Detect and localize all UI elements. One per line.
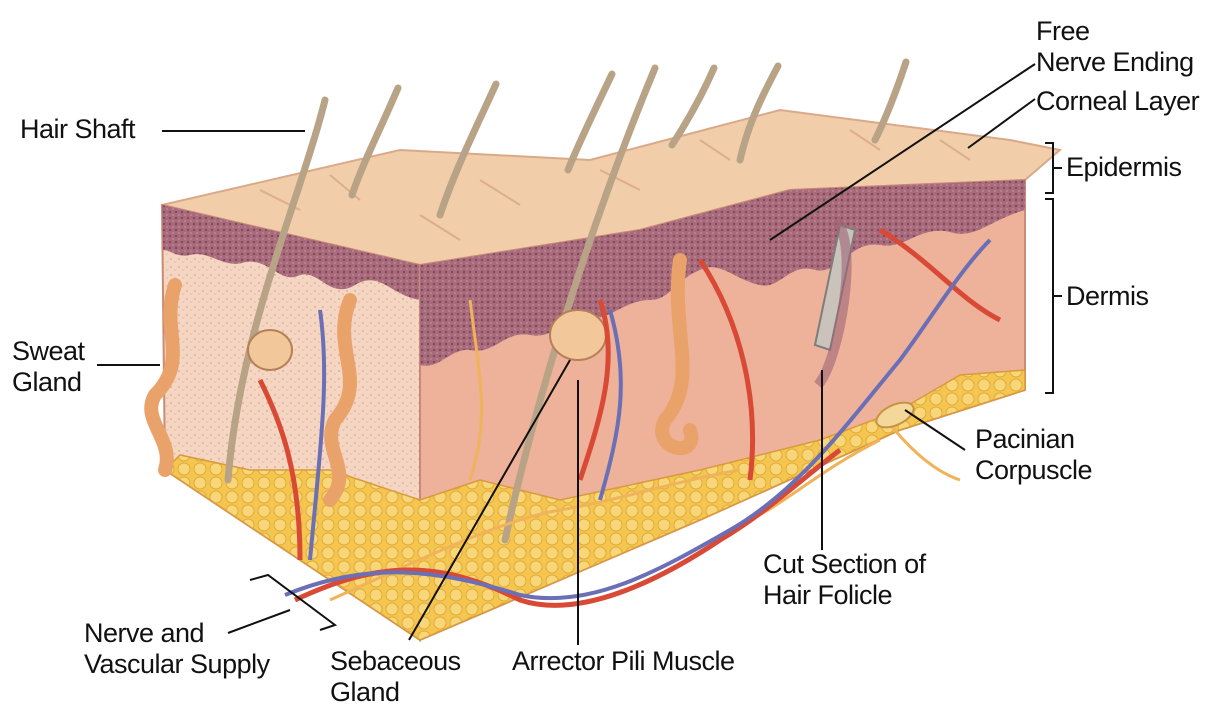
label-nerve-vascular-line2: Vascular Supply [84,649,270,680]
label-sweat-line1: Sweat [12,336,85,367]
label-pacinian-line1: Pacinian [975,424,1092,455]
label-arrector-pili: Arrector Pili Muscle [512,646,735,677]
label-nerve-vascular-supply: Nerve and Vascular Supply [84,618,270,680]
label-nerve-vascular-line1: Nerve and [84,618,270,649]
label-cut-section-line2: Hair Folicle [763,580,926,611]
label-sebaceous-gland: Sebaceous Gland [330,646,461,708]
label-cut-section-line1: Cut Section of [763,549,926,580]
label-dermis: Dermis [1066,281,1149,312]
label-sebaceous-line1: Sebaceous [330,646,461,677]
label-pacinian-corpuscle: Pacinian Corpuscle [975,424,1092,486]
label-free-nerve-line2: Nerve Ending [1036,47,1194,78]
label-pacinian-line2: Corpuscle [975,455,1092,486]
label-sweat-line2: Gland [12,367,85,398]
label-hair-shaft: Hair Shaft [20,114,135,145]
label-sebaceous-line2: Gland [330,677,461,708]
label-sweat-gland: Sweat Gland [12,336,85,398]
label-free-nerve-line1: Free [1036,16,1194,47]
label-cut-section: Cut Section of Hair Folicle [763,549,926,611]
label-epidermis: Epidermis [1066,152,1182,183]
bracket-dermis [1045,199,1062,393]
label-free-nerve-ending: Free Nerve Ending [1036,16,1194,78]
label-corneal-layer: Corneal Layer [1036,86,1199,117]
